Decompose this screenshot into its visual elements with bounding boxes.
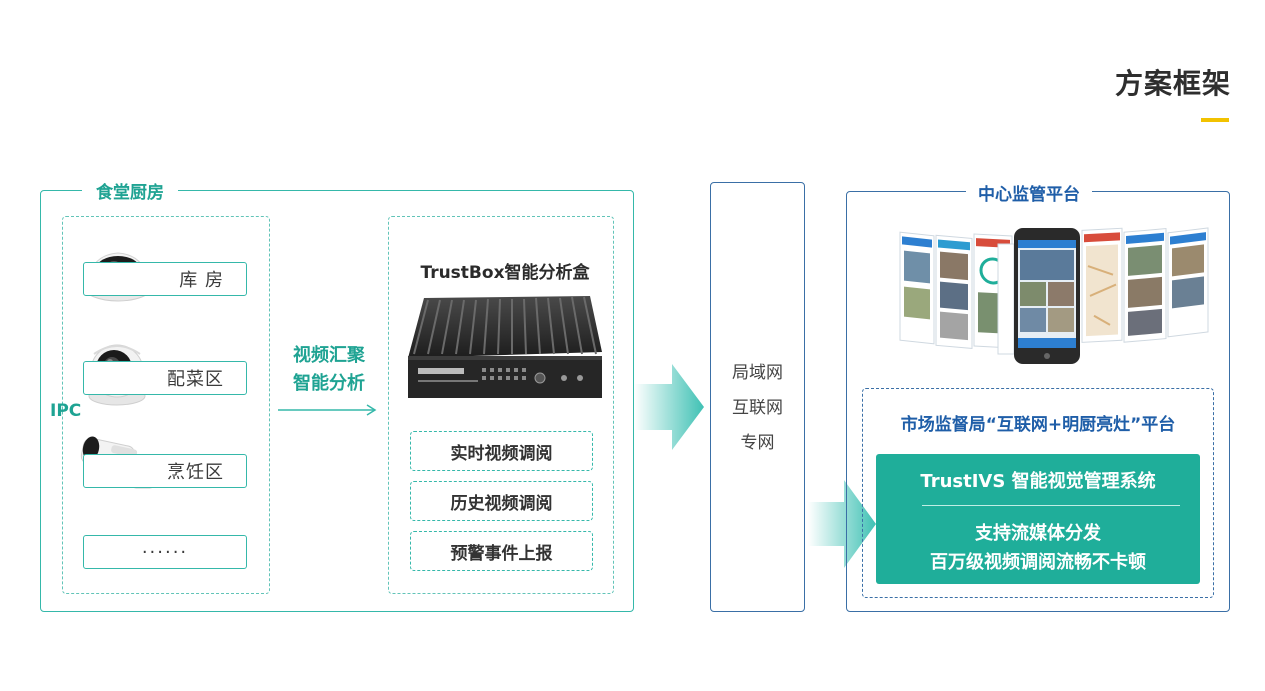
camera-label-prep: 配菜区: [83, 361, 247, 395]
flow-arrow-icon: [278, 404, 377, 416]
flow-label: 视频汇聚 智能分析: [280, 342, 378, 398]
system-feature-smooth-playback: 百万级视频调阅流畅不卡顿: [930, 552, 1146, 573]
trustbox-device-icon: [408, 296, 602, 398]
network-lan: 局域网: [732, 363, 783, 383]
system-panel: [876, 454, 1200, 584]
trustbox-title: TrustBox智能分析盒: [420, 263, 590, 283]
title-underline: [1201, 118, 1229, 122]
camera-label-more: ······: [83, 535, 247, 569]
network-private: 专网: [740, 433, 775, 453]
kitchen-group: [40, 190, 634, 612]
page-title: 方案框架: [1114, 67, 1231, 100]
network-group: [710, 182, 805, 612]
kitchen-title: 食堂厨房: [82, 178, 178, 203]
camera-label-storage: 库 房: [83, 262, 247, 296]
flow-label-line1: 视频汇聚: [293, 345, 365, 366]
system-divider: [922, 505, 1180, 506]
network-internet: 互联网: [732, 398, 783, 418]
camera-label-cooking: 烹饪区: [83, 454, 247, 488]
app-screens-image: [899, 227, 1209, 364]
feature-alert-report: 预警事件上报: [410, 531, 593, 571]
transfer-arrow-icon-2: [808, 480, 876, 568]
center-title: 中心监管平台: [966, 180, 1092, 205]
transfer-arrow-icon: [634, 364, 704, 450]
platform-group: [862, 388, 1214, 598]
system-title: TrustIVS 智能视觉管理系统: [920, 471, 1156, 492]
feature-realtime-video: 实时视频调阅: [410, 431, 593, 471]
platform-title: 市场监督局“互联网+明厨亮灶”平台: [900, 415, 1176, 435]
trustbox-group: [388, 216, 614, 594]
ipc-group: [62, 216, 270, 594]
ipc-label: IPC: [50, 401, 82, 421]
flow-label-line2: 智能分析: [293, 373, 365, 394]
feature-history-video: 历史视频调阅: [410, 481, 593, 521]
system-feature-streaming: 支持流媒体分发: [975, 523, 1101, 544]
